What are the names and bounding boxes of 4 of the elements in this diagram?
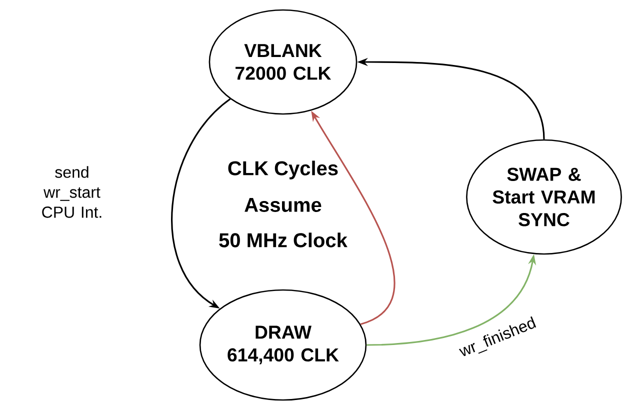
edge-label: send wr_start CPU Int.: [42, 166, 102, 218]
note-text: CLK Cycles: [228, 160, 338, 180]
note-text: Assume: [244, 198, 322, 212]
note-text: 50 MHz Clock: [219, 232, 348, 248]
